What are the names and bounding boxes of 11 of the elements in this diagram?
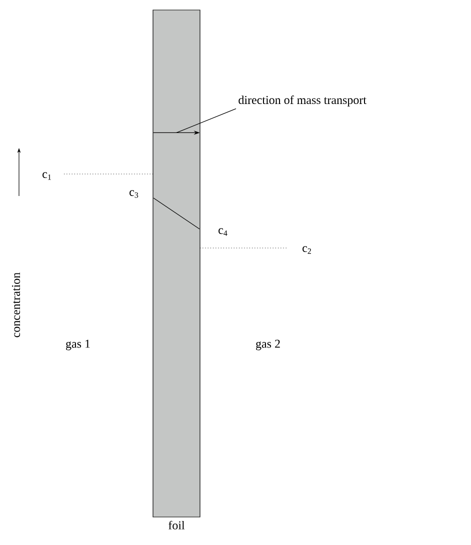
axis-label: concentration (12, 272, 20, 338)
region-label: gas 1 (66, 340, 90, 350)
concentration-label: c$_{2}$ (302, 246, 311, 254)
leader-line (176, 108, 236, 133)
concentration-label: c$_{3}$ (130, 190, 138, 198)
region-label: gas 2 (256, 340, 280, 350)
concentration-label: c$_{4}$ (218, 228, 228, 236)
annotation-text: direction of mass transport (238, 96, 366, 106)
node-label: foil (168, 520, 185, 530)
foil-strip: foil (152, 10, 200, 530)
concentration-label: c$_{1}$ (42, 172, 51, 180)
